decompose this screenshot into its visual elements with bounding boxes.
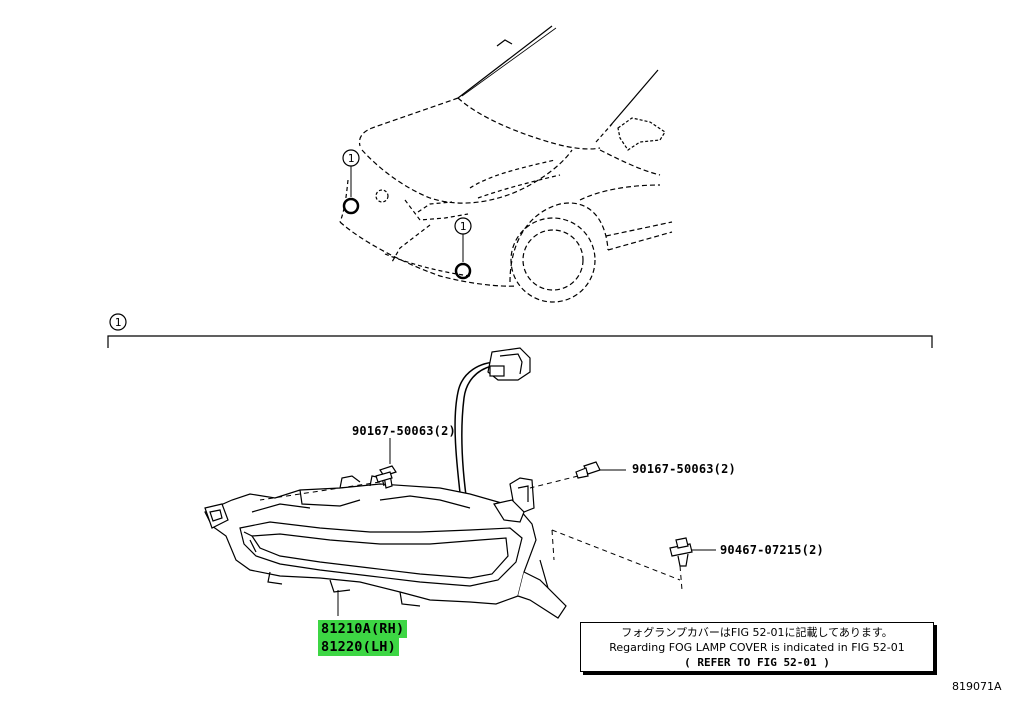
note-line-english: Regarding FOG LAMP COVER is indicated in… bbox=[609, 641, 905, 654]
bolt-upper-right bbox=[575, 461, 601, 479]
clip-fastener bbox=[669, 537, 693, 567]
part-label-clip[interactable]: 90467-07215(2) bbox=[720, 543, 824, 557]
section-bracket bbox=[107, 313, 933, 348]
fog-lamp-assembly bbox=[204, 347, 567, 619]
vehicle-fog-lamp-locators bbox=[342, 149, 472, 280]
callout-1-vehicle-right: 1 bbox=[460, 220, 467, 233]
bolt-upper-left bbox=[375, 465, 397, 489]
part-label-bolt-upper-left[interactable]: 90167-50063(2) bbox=[352, 424, 456, 438]
part-label-bolt-upper-right[interactable]: 90167-50063(2) bbox=[632, 462, 736, 476]
label-leaders bbox=[337, 438, 716, 616]
leader-lines bbox=[259, 475, 683, 591]
callout-1-vehicle-left: 1 bbox=[348, 152, 355, 165]
part-label-fog-lamp-rh[interactable]: 81210A(RH) bbox=[318, 620, 408, 638]
part-label-fog-lamp-lh[interactable]: 81220(LH) bbox=[318, 638, 399, 656]
note-line-refer: ( REFER TO FIG 52-01 ) bbox=[684, 656, 830, 669]
callout-1-section: 1 bbox=[115, 316, 122, 329]
reference-note-box: フォグランプカバーはFIG 52-01に記載してあります。 Regarding … bbox=[580, 622, 934, 672]
figure-code: 819071A bbox=[952, 680, 1002, 693]
vehicle-illustration bbox=[339, 25, 673, 303]
note-line-japanese: フォグランプカバーはFIG 52-01に記載してあります。 bbox=[621, 626, 893, 639]
